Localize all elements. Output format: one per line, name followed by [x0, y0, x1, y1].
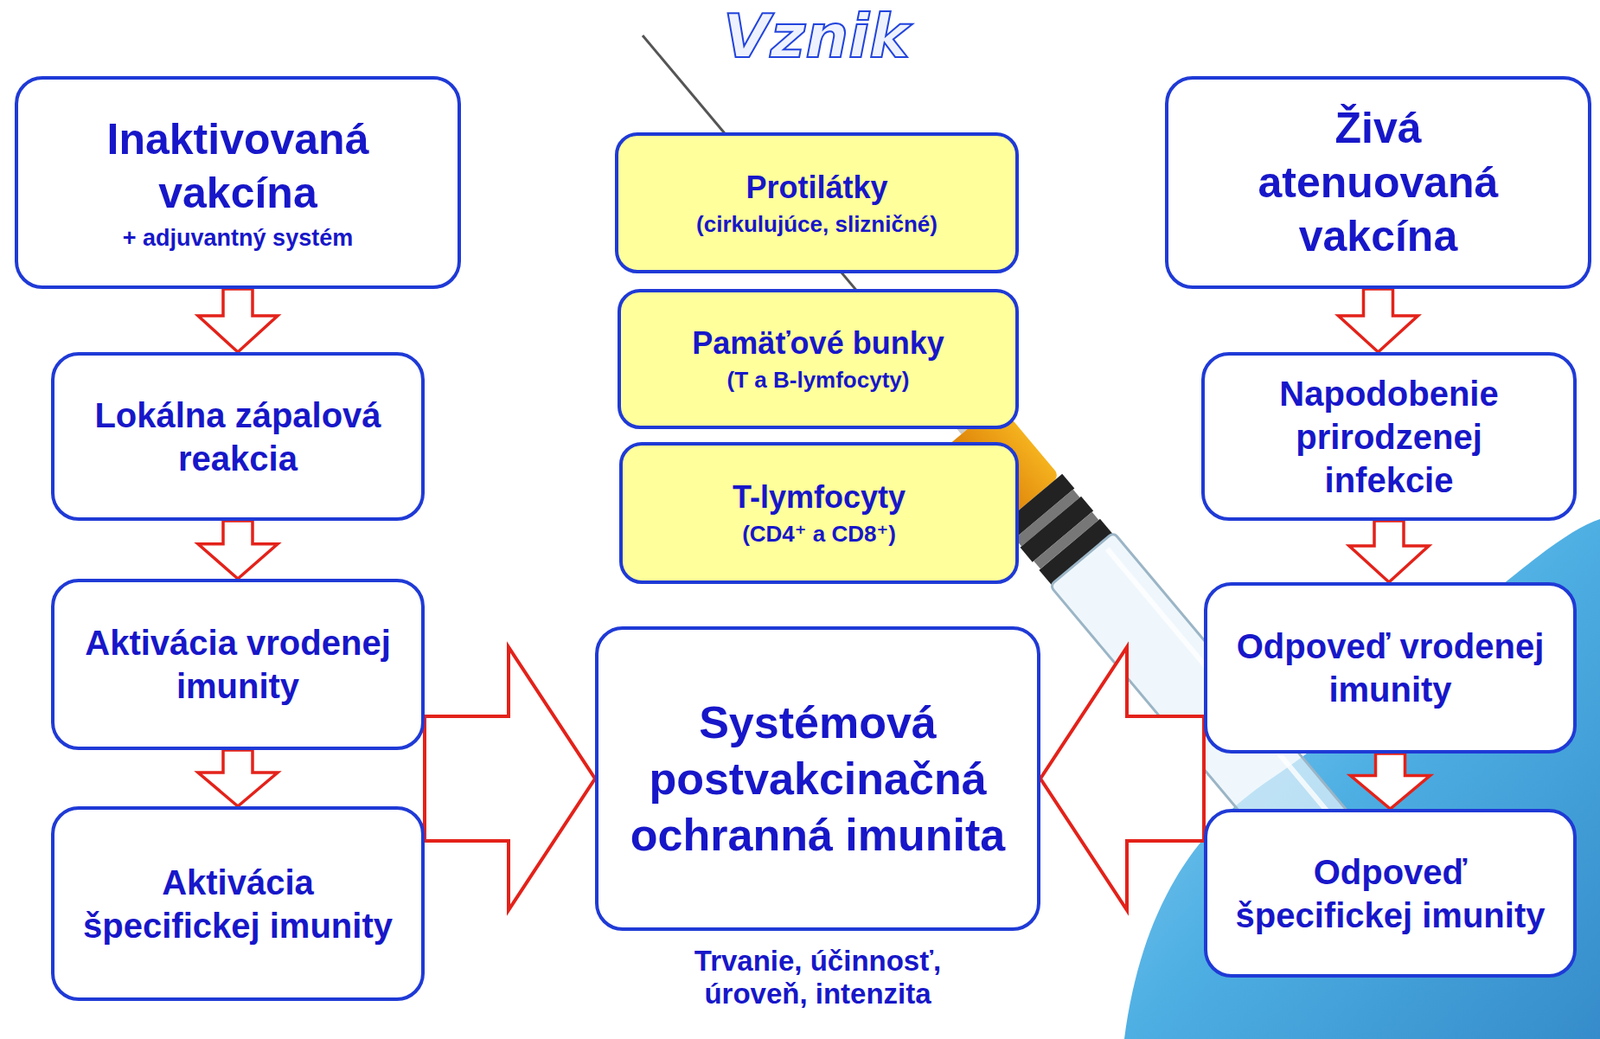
- box-heading: Lokálna zápalová reakcia: [68, 393, 408, 480]
- caption-text: Trvanie, účinnosť, úroveň, intenzita: [662, 944, 974, 1011]
- diagram-title: Vznik: [643, 3, 990, 71]
- process-box: Lokálna zápalová reakcia: [51, 352, 425, 521]
- box-heading: Odpoveď vrodenej imunity: [1221, 624, 1560, 711]
- flow-arrow: [1350, 753, 1431, 809]
- process-box: Odpoveď vrodenej imunity: [1203, 582, 1577, 754]
- box-heading: Inaktivovaná vakcína: [73, 112, 403, 221]
- box-heading: Napodobenie prirodzenej infekcie: [1228, 371, 1549, 502]
- flow-arrow: [1338, 288, 1419, 352]
- flow-arrow: [198, 520, 278, 579]
- process-box: Odpoveď špecifickej imunity: [1203, 808, 1577, 978]
- box-heading: Protilátky: [745, 167, 888, 207]
- box-heading: Systémová postvakcinačná ochranná imunit…: [627, 694, 1009, 864]
- process-box: Napodobenie prirodzenej infekcie: [1201, 352, 1577, 521]
- vaccine-box: Živá atenuovaná vakcína: [1164, 76, 1592, 289]
- box-heading: Aktivácia špecifickej imunity: [82, 860, 394, 948]
- box-heading: Odpoveď špecifickej imunity: [1235, 850, 1547, 937]
- flow-arrow: [198, 749, 278, 807]
- box-heading: Živá atenuovaná vakcína: [1227, 101, 1530, 264]
- process-box: Aktivácia špecifickej imunity: [51, 806, 425, 1001]
- block-arrow: [424, 646, 596, 910]
- process-box: Aktivácia vrodenej imunity: [51, 578, 425, 750]
- box-subtext: + adjuvantný systém: [122, 224, 353, 254]
- immunity-component-box: T-lymfocyty(CD4⁺ a CD8⁺): [619, 441, 1019, 584]
- immunity-component-box: Protilátky (cirkulujúce, slizničné): [614, 132, 1019, 274]
- result-box: Systémová postvakcinačná ochranná imunit…: [595, 626, 1041, 931]
- box-subtext: (T a B-lymfocyty): [727, 365, 910, 395]
- flow-arrow: [198, 288, 278, 352]
- box-heading: Aktivácia vrodenej imunity: [68, 620, 408, 708]
- box-heading: Pamäťové bunky: [691, 323, 944, 363]
- vaccine-box: Inaktivovaná vakcína+ adjuvantný systém: [14, 76, 461, 289]
- box-subtext: (cirkulujúce, slizničné): [696, 210, 938, 239]
- box-subtext: (CD4⁺ a CD8⁺): [742, 519, 896, 549]
- block-arrow: [1040, 646, 1204, 910]
- box-heading: T-lymfocyty: [732, 477, 906, 517]
- flow-arrow: [1349, 520, 1429, 583]
- immunity-component-box: Pamäťové bunky(T a B-lymfocyty): [617, 288, 1019, 429]
